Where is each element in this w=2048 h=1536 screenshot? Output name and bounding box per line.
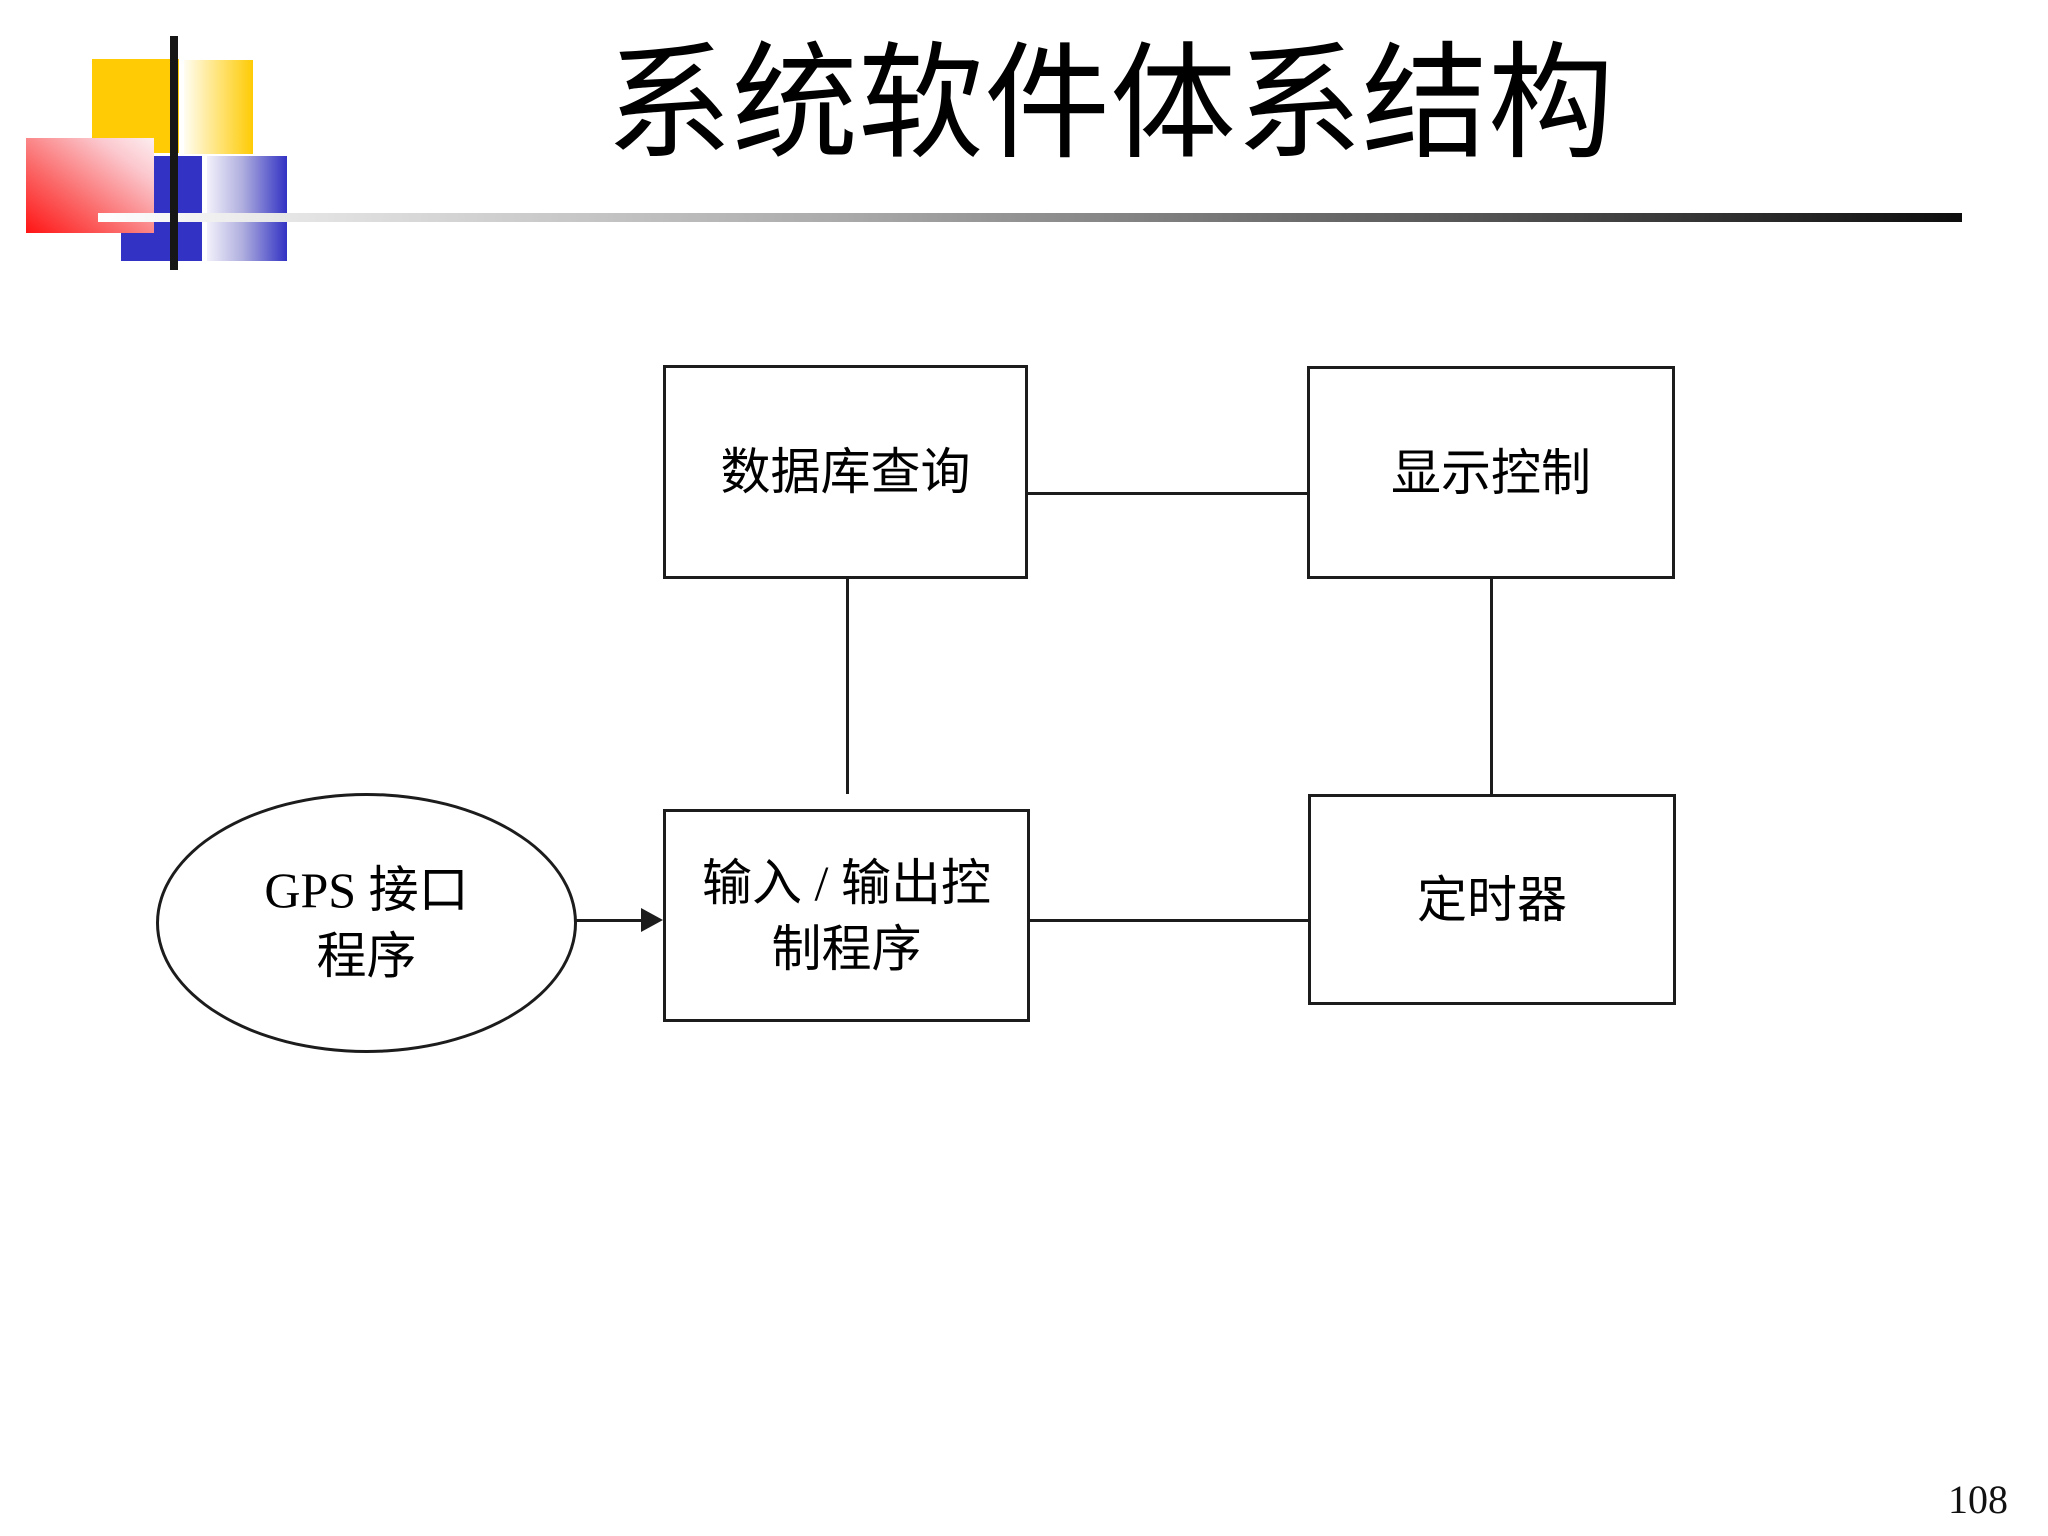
connector-dbquery-iocontrol bbox=[846, 579, 849, 794]
logo-yellow-gradient-square bbox=[184, 60, 253, 154]
node-label-line: 制程序 bbox=[771, 920, 922, 977]
node-label-line: GPS 接口 bbox=[264, 862, 469, 918]
node-io-control: 输入 / 输出控 制程序 bbox=[663, 809, 1030, 1022]
node-label: 显示控制 bbox=[1391, 444, 1591, 501]
node-label-line: 输入 / 输出控 bbox=[702, 854, 991, 911]
node-timer: 定时器 bbox=[1308, 794, 1676, 1005]
node-label: 数据库查询 bbox=[720, 444, 971, 500]
logo-blue-gradient-square bbox=[207, 156, 287, 261]
node-gps-interface: GPS 接口 程序 bbox=[156, 793, 577, 1053]
node-display-control: 显示控制 bbox=[1307, 366, 1675, 579]
logo-vertical-line bbox=[170, 36, 178, 270]
title-underline-rule bbox=[98, 213, 1962, 222]
connector-displaycontrol-timer bbox=[1490, 579, 1493, 796]
node-database-query: 数据库查询 bbox=[663, 365, 1028, 579]
logo-yellow-square bbox=[92, 59, 179, 153]
connector-iocontrol-timer bbox=[1030, 919, 1310, 922]
connector-gps-iocontrol bbox=[574, 919, 644, 922]
connector-dbquery-displaycontrol bbox=[1028, 492, 1309, 495]
node-label: 定时器 bbox=[1417, 871, 1567, 928]
arrowhead-icon bbox=[641, 908, 663, 932]
node-label-line: 程序 bbox=[316, 928, 417, 984]
page-number: 108 bbox=[1948, 1477, 2008, 1522]
page-title: 系统软件体系结构 bbox=[606, 36, 1614, 175]
